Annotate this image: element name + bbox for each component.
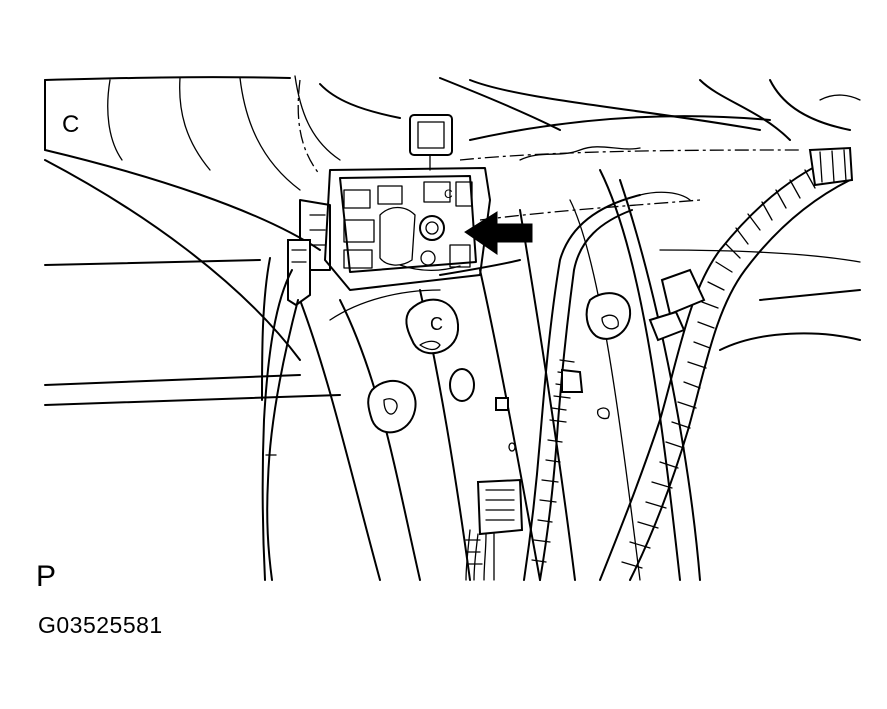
wire-harness-center — [523, 191, 691, 581]
wire-harness-right — [599, 146, 854, 581]
mark-center: C — [430, 314, 443, 334]
bottom-connector — [465, 478, 524, 581]
pillar-holes — [367, 292, 632, 452]
figure-code: G03525581 — [38, 612, 163, 638]
left-cable — [261, 257, 299, 581]
pointer-arrow — [464, 211, 533, 255]
switch-assembly — [287, 114, 491, 307]
mark-top-left: C — [62, 111, 79, 138]
body-panel-outline — [44, 75, 861, 406]
panel-letter: P — [36, 560, 57, 593]
mark-bracket: C — [444, 187, 453, 201]
